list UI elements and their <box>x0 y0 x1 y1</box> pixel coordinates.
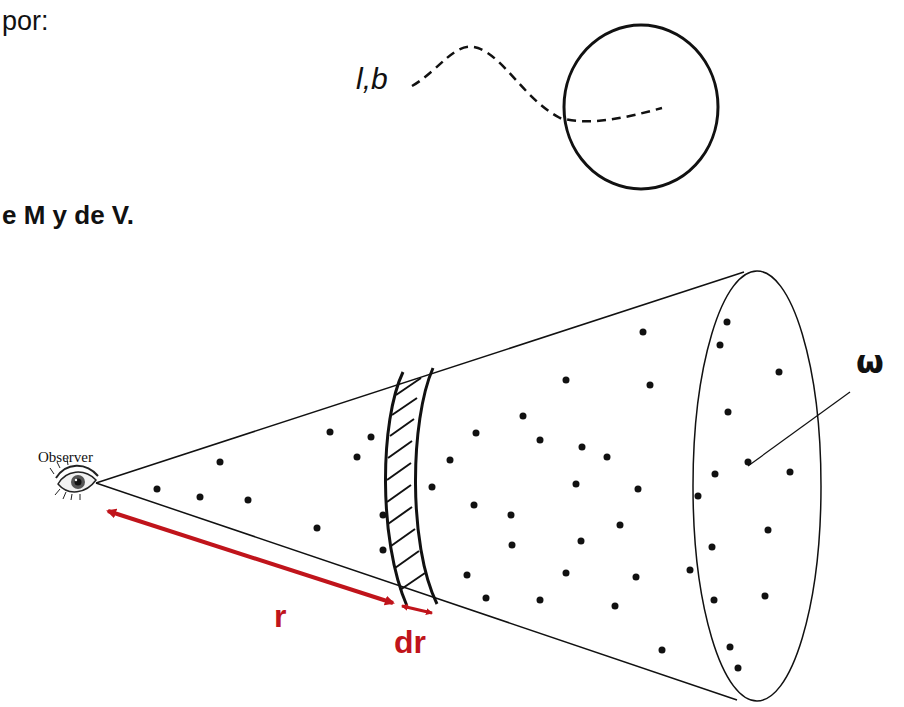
star-dots <box>154 319 794 672</box>
coordinate-label: l,b <box>356 64 388 94</box>
leader-line <box>748 392 850 466</box>
distance-label: r <box>274 600 286 632</box>
shell-thickness-arrow <box>402 606 432 613</box>
solid-angle-label: ω <box>856 346 884 378</box>
cone <box>96 271 821 701</box>
eye-icon <box>50 459 98 500</box>
intro-text: por: <box>2 8 49 35</box>
dashed-path <box>412 47 662 122</box>
sky-circle <box>564 25 718 189</box>
thickness-label: dr <box>394 626 426 658</box>
observer-label: Observer <box>38 450 93 465</box>
shell-band <box>385 368 437 606</box>
heading-fragment: e M y de V. <box>2 202 134 228</box>
distance-arrow <box>108 511 393 603</box>
